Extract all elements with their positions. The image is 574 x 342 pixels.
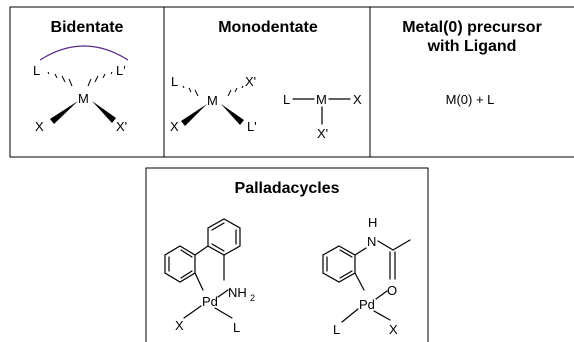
right-x: X xyxy=(389,322,398,337)
header-bidentate: Bidentate xyxy=(51,19,124,36)
left-pd: Pd xyxy=(202,294,218,309)
monodentate-complex-a: L M X' X L' xyxy=(170,74,257,134)
left-nh: NH xyxy=(228,285,247,300)
mono-a-wedge-left xyxy=(181,104,207,126)
c-pd-bond xyxy=(194,272,204,291)
bidentate-complex: L L' M X X' xyxy=(33,45,129,134)
right-aromatic-ring xyxy=(322,245,356,283)
palladacycle-acetanilide: H N O Pd L X xyxy=(322,215,411,337)
left-l: L xyxy=(233,320,240,335)
top-table-frame xyxy=(9,6,574,158)
right-pd: Pd xyxy=(359,297,375,312)
methyl-bond xyxy=(392,239,411,251)
pd-l-bond-right xyxy=(341,308,359,323)
left-nh-subscript: 2 xyxy=(250,293,255,303)
right-n: N xyxy=(367,234,376,249)
mono-a-wedge-right xyxy=(221,104,244,125)
mono-b-x: X xyxy=(353,92,362,107)
mono-a-l: L xyxy=(171,74,178,89)
header-metal-precursor-line1: Metal(0) precursor xyxy=(402,19,542,36)
left-x: X xyxy=(175,318,184,333)
hashed-bond-left xyxy=(47,71,73,87)
top-table: Bidentate Monodentate Metal(0) precursor… xyxy=(9,6,574,158)
upper-aromatic-ring xyxy=(207,218,241,256)
palladacycles-panel: Palladacycles xyxy=(145,167,429,342)
palladacycles-title: Palladacycles xyxy=(235,180,340,197)
wedge-bond-left xyxy=(50,101,78,124)
right-h: H xyxy=(368,215,377,230)
bidentate-l: L xyxy=(33,63,40,78)
left-aromatic-ring xyxy=(164,245,196,283)
pd-x-bond-right xyxy=(373,310,391,321)
bidentate-x: X xyxy=(35,119,44,134)
palladacycles-frame xyxy=(145,167,429,342)
right-o: O xyxy=(387,283,397,298)
bidentate-x-prime: X' xyxy=(116,119,127,134)
mono-b-m: M xyxy=(316,92,327,107)
mono-a-x: X xyxy=(170,119,179,134)
right-l: L xyxy=(333,322,340,337)
precursor-formula: M(0) + L xyxy=(446,92,495,107)
pd-l-bond xyxy=(214,307,233,319)
chelate-arc xyxy=(39,45,129,61)
palladacycle-biphenyl: NH 2 Pd X L xyxy=(164,218,255,335)
wedge-bond-right xyxy=(92,101,116,123)
mono-b-x-prime: X' xyxy=(317,126,328,141)
c-pd-bond-right xyxy=(354,272,365,291)
mono-a-hashed-right xyxy=(227,85,244,97)
c-n-bond-right xyxy=(354,247,367,256)
bidentate-l-prime: L' xyxy=(116,63,126,78)
bidentate-m: M xyxy=(78,91,89,106)
mono-a-hashed-left xyxy=(182,85,199,97)
pd-o-bond xyxy=(375,290,388,300)
pd-x-bond xyxy=(183,305,202,319)
header-metal-precursor-line2: with Ligand xyxy=(427,38,517,55)
monodentate-complex-b: L M X X' xyxy=(283,92,362,141)
n-carbonyl-bond xyxy=(377,240,394,251)
mono-a-l-prime: L' xyxy=(247,119,257,134)
mono-b-l: L xyxy=(283,92,290,107)
hashed-bond-right xyxy=(87,71,113,87)
pd-n-bond xyxy=(217,289,229,298)
mono-a-x-prime: X' xyxy=(245,74,256,89)
header-monodentate: Monodentate xyxy=(218,19,318,36)
biaryl-bond xyxy=(194,245,209,256)
mono-a-m: M xyxy=(207,93,218,108)
